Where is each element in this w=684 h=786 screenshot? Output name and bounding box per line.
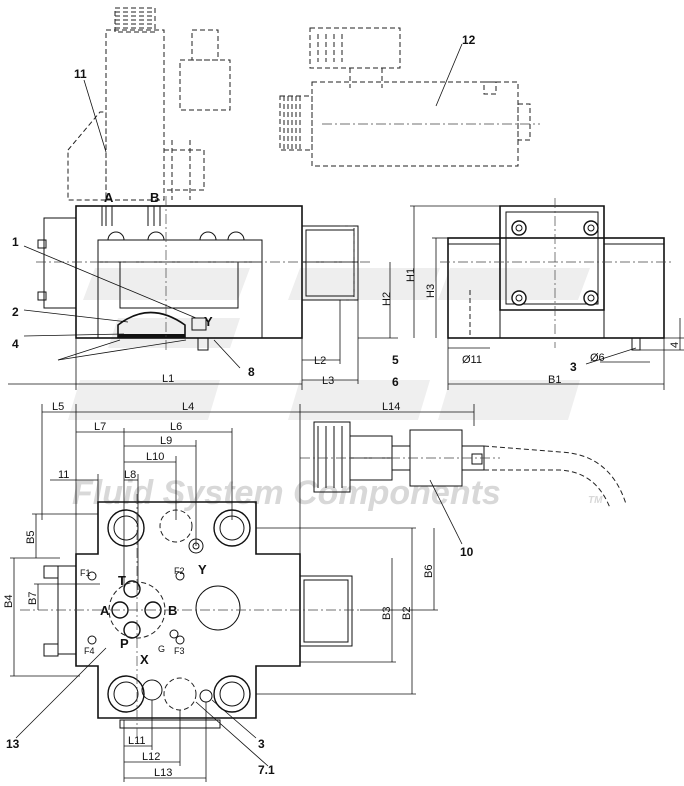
dim-label-l10: L10 bbox=[146, 451, 164, 463]
fixing-label-f4: F4 bbox=[84, 646, 95, 656]
port-label-a: A bbox=[100, 603, 110, 618]
dim-label-b3: B3 bbox=[381, 607, 393, 620]
dim-label-l14: L14 bbox=[382, 401, 400, 413]
callout-12: 12 bbox=[462, 33, 476, 47]
dim-label-h3: H3 bbox=[425, 284, 437, 298]
port-label-x: X bbox=[140, 652, 149, 667]
dim-label-l7: L7 bbox=[94, 421, 106, 433]
dim-label-b6: B6 bbox=[423, 565, 435, 578]
dim-label-h1: H1 bbox=[405, 268, 417, 282]
dim-label-b7: B7 bbox=[27, 592, 39, 605]
callout-11: 11 bbox=[74, 67, 87, 81]
end-view-block bbox=[440, 198, 672, 351]
port-label-b: B bbox=[168, 603, 177, 618]
dim-label-l13: L13 bbox=[154, 767, 172, 779]
fixing-label-f3: F3 bbox=[174, 646, 185, 656]
callout-3: 3 bbox=[570, 360, 577, 374]
corner-bolt bbox=[107, 509, 145, 547]
dim-label-d6: Ø6 bbox=[590, 352, 605, 364]
plan-view-block bbox=[20, 494, 360, 742]
port-label-y-top: Y bbox=[204, 314, 213, 329]
solenoid-12-outline bbox=[279, 27, 540, 167]
fixing-label-f1: F1 bbox=[80, 568, 91, 578]
callout-8: 8 bbox=[248, 365, 255, 379]
callout-13: 13 bbox=[6, 737, 20, 751]
dim-label-l11: L11 bbox=[128, 735, 146, 747]
dim-label-l9: L9 bbox=[160, 435, 172, 447]
callout-2: 2 bbox=[12, 305, 19, 319]
corner-bolt bbox=[213, 675, 251, 713]
port-label-p: P bbox=[120, 636, 129, 651]
fixing-label-f2: F2 bbox=[174, 566, 185, 576]
callout-1: 1 bbox=[12, 235, 19, 249]
dim-label-l8: L8 bbox=[124, 469, 136, 481]
dim-label-b1: B1 bbox=[548, 374, 561, 386]
port-label-a-top: A bbox=[104, 190, 114, 205]
port-label-y: Y bbox=[198, 562, 207, 577]
callout-5: 5 bbox=[392, 353, 399, 367]
dim-label-l1: L1 bbox=[162, 373, 174, 385]
dim-label-l4: L4 bbox=[182, 401, 194, 413]
dim-label-b4: B4 bbox=[3, 595, 15, 608]
dim-label-l12: L12 bbox=[142, 751, 160, 763]
dim-label-l6: L6 bbox=[170, 421, 182, 433]
port-label-t: T bbox=[118, 573, 126, 588]
watermark-company-text: Fluid System Components bbox=[72, 474, 501, 512]
callout-10: 10 bbox=[460, 545, 474, 559]
port-label-g: G bbox=[158, 644, 165, 654]
watermark-trademark: TM bbox=[588, 495, 603, 506]
callout-7-1: 7.1 bbox=[258, 763, 275, 777]
callout-6: 6 bbox=[392, 375, 399, 389]
port-label-b-top: B bbox=[150, 190, 159, 205]
dim-label-b2: B2 bbox=[401, 607, 413, 620]
dim-label-b5: B5 bbox=[25, 531, 37, 544]
dim-label-h2: H2 bbox=[381, 292, 393, 306]
watermark-logo bbox=[68, 268, 590, 420]
dim-label-4: 4 bbox=[669, 342, 681, 348]
dim-label-l3: L3 bbox=[322, 375, 334, 387]
dim-label-l2: L2 bbox=[314, 355, 326, 367]
solenoid-connector-10 bbox=[300, 421, 627, 509]
corner-bolt bbox=[107, 675, 145, 713]
callout-3-plan: 3 bbox=[258, 737, 265, 751]
dimension-lines bbox=[8, 43, 684, 782]
dim-label-l5: L5 bbox=[52, 401, 64, 413]
dim-label-d11: Ø11 bbox=[462, 354, 482, 366]
dim-label-11: 11 bbox=[58, 469, 69, 481]
callout-4: 4 bbox=[12, 337, 19, 351]
